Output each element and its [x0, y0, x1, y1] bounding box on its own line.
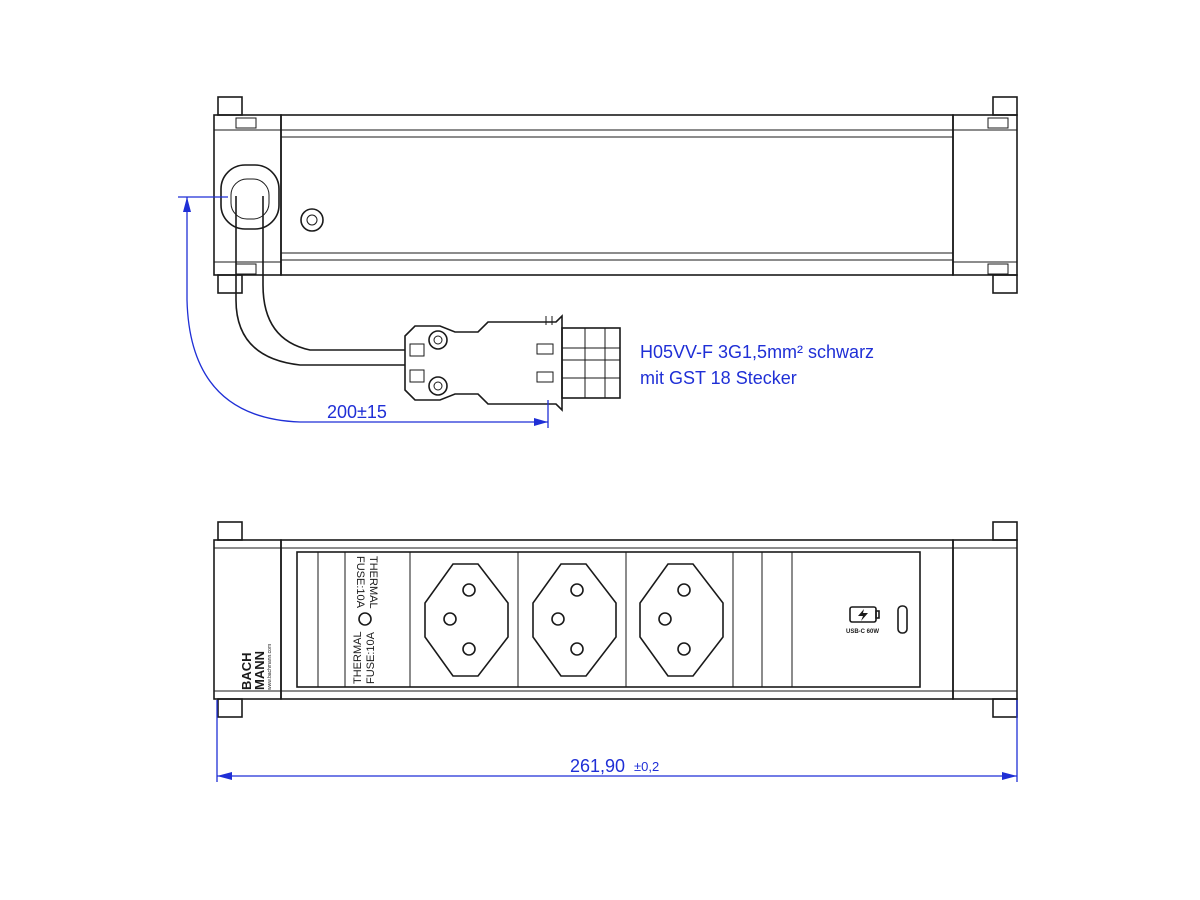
brand-line1: BACH	[239, 652, 254, 690]
foot	[992, 521, 1018, 541]
top-profile-body	[280, 114, 954, 276]
top-right-endcap	[952, 96, 1018, 294]
socket-icon	[532, 563, 617, 677]
top-left-endcap	[213, 96, 282, 294]
power-cable	[235, 196, 405, 366]
screw-icon	[428, 330, 448, 350]
cable-spec-line2: mit GST 18 Stecker	[640, 368, 797, 388]
screw-icon	[300, 208, 324, 232]
fuse-label-1a: THERMAL	[367, 556, 379, 609]
fuse-indicator	[358, 612, 372, 626]
usb-charge-icon	[849, 606, 880, 623]
cable-length-dimension	[178, 196, 549, 428]
fuse-label-2a: THERMAL	[352, 631, 364, 684]
cable-spec-line1: H05VV-F 3G1,5mm² schwarz	[640, 342, 874, 362]
cable-gland	[220, 164, 280, 230]
foot	[217, 521, 243, 541]
brand-url: www.bachmann.com	[267, 644, 273, 690]
cable-length-label: 200±15	[327, 402, 387, 422]
usb-c-port-icon	[897, 605, 908, 634]
screw-icon	[428, 376, 448, 396]
overall-length-tolerance: ±0,2	[634, 759, 659, 774]
usb-label: USB-C 60W	[846, 629, 879, 635]
fuse-label-2b: FUSE:10A	[365, 631, 377, 684]
foot	[217, 698, 243, 718]
overall-length-value: 261,90	[570, 756, 625, 776]
top-view: H05VV-F 3G1,5mm² schwarz mit GST 18 Stec…	[178, 96, 1018, 428]
brand-line2: MANN	[252, 651, 267, 690]
gst18-connector	[404, 314, 621, 412]
fuse-label-1b: FUSE:10A	[354, 556, 366, 609]
front-view: BACH MANN www.bachmann.com THERMAL FUSE:…	[213, 521, 1018, 782]
foot	[992, 698, 1018, 718]
thermal-fuse-module	[358, 612, 372, 626]
front-right-endcap	[952, 539, 1018, 700]
socket-icon	[639, 563, 724, 677]
socket-icon	[424, 563, 509, 677]
front-profile-body	[280, 539, 954, 700]
overall-length-dimension	[216, 700, 1018, 782]
